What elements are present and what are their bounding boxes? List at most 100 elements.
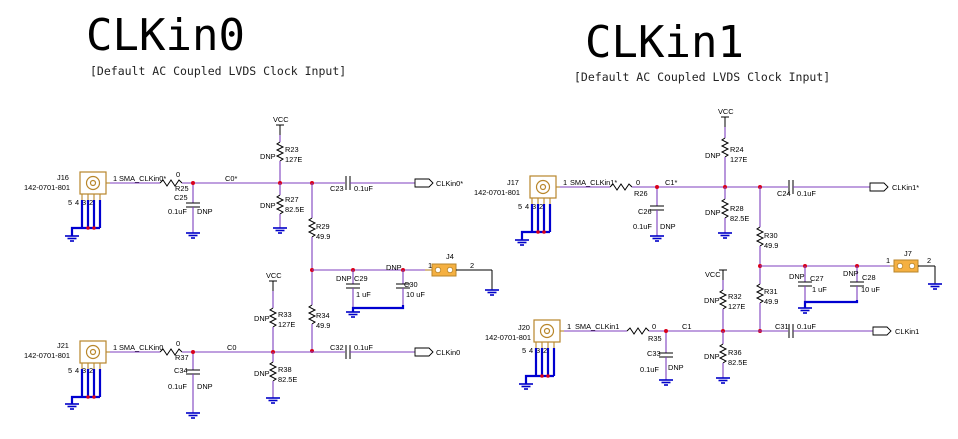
c27-value: 1 uF (812, 285, 827, 294)
j21-part: 142-0701-801 (24, 351, 70, 360)
r29-resistor (307, 217, 317, 238)
clkin0-star-port (414, 178, 434, 188)
j20-pin4: 4 (529, 346, 533, 355)
j4-pin2: 2 (470, 261, 474, 270)
c27-dnp: DNP (789, 272, 805, 281)
c28-dnp: DNP (843, 269, 859, 278)
r28-ref: R28 (730, 204, 744, 213)
j16-part: 142-0701-801 (24, 183, 70, 192)
j16-pin5: 5 (68, 198, 72, 207)
r27-dnp: DNP (260, 201, 276, 210)
r24-ref: R24 (730, 145, 744, 154)
net-c0-star: C0* (225, 174, 237, 183)
r26-value: 0 (636, 178, 640, 187)
j16-ref: J16 (57, 173, 69, 182)
c25-ref: C25 (174, 193, 188, 202)
j17-pin4: 4 (525, 202, 529, 211)
r29-ref: R29 (316, 222, 330, 231)
j20-pin3: 3 (536, 346, 540, 355)
r30-value: 49.9 (764, 241, 778, 250)
c27-c28-ground-icon (797, 307, 813, 314)
r28-dnp: DNP (705, 208, 721, 217)
r30-ref: R30 (764, 231, 778, 240)
r38-dnp: DNP (254, 369, 270, 378)
c29-c30-ground-wire (351, 305, 405, 312)
j20-ground-wire (524, 348, 556, 384)
r36-ground-icon (715, 377, 731, 384)
c27-c28-ground-wire (803, 300, 859, 308)
j7-pin1: 1 (886, 256, 890, 265)
j4-jumper (431, 263, 457, 277)
j20-sma-connector (533, 319, 565, 349)
r35-ref: R35 (648, 334, 662, 343)
j7-ground-icon (927, 283, 943, 290)
net-clkin1-star: CLKin1* (892, 183, 919, 192)
j20-pin5: 5 (522, 346, 526, 355)
clkin0-port (414, 347, 434, 357)
r28-value: 82.5E (730, 214, 749, 223)
r31-value: 49.9 (764, 297, 778, 306)
c32-ref: C32 (330, 343, 344, 352)
r27-ref: R27 (285, 195, 299, 204)
j17-pin2: 2 (539, 202, 543, 211)
j17-pin5: 5 (518, 202, 522, 211)
c30-dnp: DNP (386, 263, 402, 272)
r36-resistor (718, 343, 728, 364)
r37-value: 0 (176, 339, 180, 348)
r24-dnp: DNP (705, 151, 721, 160)
j7-jumper (893, 259, 919, 273)
vcc-top-symbol-right (720, 116, 730, 128)
j20-ref: J20 (518, 323, 530, 332)
r33-resistor (268, 307, 278, 328)
r36-value: 82.5E (728, 358, 747, 367)
vcc-top-symbol (275, 124, 285, 136)
j17-ref: J17 (507, 178, 519, 187)
r34-value: 49.9 (316, 321, 330, 330)
r32-ref: R32 (728, 292, 742, 301)
r32-value: 127E (728, 302, 745, 311)
r23-value: 127E (285, 155, 302, 164)
c23-value: 0.1uF (354, 184, 373, 193)
clkin0-section: CLKin0 [Default AC Coupled LVDS Clock In… (24, 10, 500, 419)
r37-ref: R37 (175, 353, 189, 362)
r37-resistor (159, 348, 183, 356)
r28-ground-icon (717, 232, 733, 239)
c23-ref: C23 (330, 184, 344, 193)
j16-pin3: 3 (82, 198, 86, 207)
c34-value: 0.1uF (168, 382, 187, 391)
net-c1: C1 (682, 322, 691, 331)
c34-dnp: DNP (197, 382, 213, 391)
j17-pin1: 1 (563, 178, 567, 187)
j17-sma-connector (529, 175, 561, 205)
j16-ground-icon (64, 235, 80, 242)
c26-ref: C26 (638, 207, 652, 216)
r32-dnp: DNP (704, 296, 720, 305)
r31-ref: R31 (764, 287, 778, 296)
j21-ref: J21 (57, 341, 69, 350)
c26-dnp: DNP (660, 222, 676, 231)
r23-resistor (275, 141, 285, 162)
j21-pin1: 1 (113, 343, 117, 352)
c26-ground-icon (649, 235, 665, 242)
r35-value: 0 (652, 322, 656, 331)
c31-ref: C31 (775, 322, 789, 331)
subtitle-clkin0: [Default AC Coupled LVDS Clock Input] (90, 64, 346, 78)
r34-resistor (307, 304, 317, 325)
r29-value: 49.9 (316, 232, 330, 241)
page-title-clkin1: CLKin1 (585, 17, 744, 68)
j20-part: 142-0701-801 (485, 333, 531, 342)
c29-c30-ground-icon (345, 311, 361, 318)
j20-pin2: 2 (543, 346, 547, 355)
c34-ref: C34 (174, 366, 188, 375)
j16-pin4: 4 (75, 198, 79, 207)
vcc-mid-symbol (268, 280, 278, 292)
r27-value: 82.5E (285, 205, 304, 214)
c32-value: 0.1uF (354, 343, 373, 352)
j16-pin1: 1 (113, 174, 117, 183)
c33-value: 0.1uF (640, 365, 659, 374)
r36-ref: R36 (728, 348, 742, 357)
r26-resistor (609, 183, 633, 191)
j16-sma-connector (79, 171, 111, 201)
c26-value: 0.1uF (633, 222, 652, 231)
j21-pin5: 5 (68, 366, 72, 375)
